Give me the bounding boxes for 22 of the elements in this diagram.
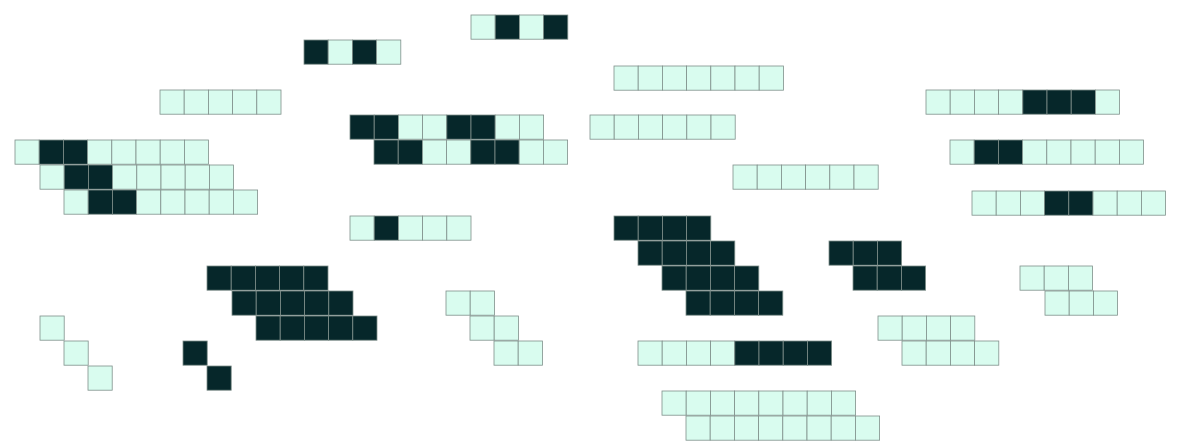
tile-pattern-drawing xyxy=(613,65,784,91)
tile-pattern-drawing xyxy=(470,14,569,40)
tile-pattern-drawing xyxy=(949,139,1144,165)
tile-pattern-drawing xyxy=(349,215,472,241)
tile-pattern-drawing xyxy=(589,114,736,140)
tile-pattern-drawing xyxy=(14,139,258,215)
tile-pattern-drawing xyxy=(971,190,1166,216)
tile-pattern-drawing xyxy=(349,114,568,165)
tile-pattern-drawing xyxy=(1019,265,1118,316)
tile-pattern-drawing xyxy=(613,215,784,316)
tile-pattern-drawing xyxy=(925,89,1120,115)
tile-pattern-drawing xyxy=(661,390,880,441)
tile-pattern-drawing xyxy=(732,164,879,190)
tile-pattern-drawing xyxy=(182,340,232,391)
tile-pattern-drawing xyxy=(877,315,1000,366)
tile-pattern-drawing xyxy=(206,265,378,341)
tile-pattern-drawing xyxy=(637,340,832,366)
tile-pattern-drawing xyxy=(445,290,543,366)
tile-pattern-drawing xyxy=(303,39,402,65)
tile-pattern-drawing xyxy=(828,240,926,291)
tile-pattern-drawing xyxy=(159,89,282,115)
tile-pattern-drawing xyxy=(39,315,113,391)
